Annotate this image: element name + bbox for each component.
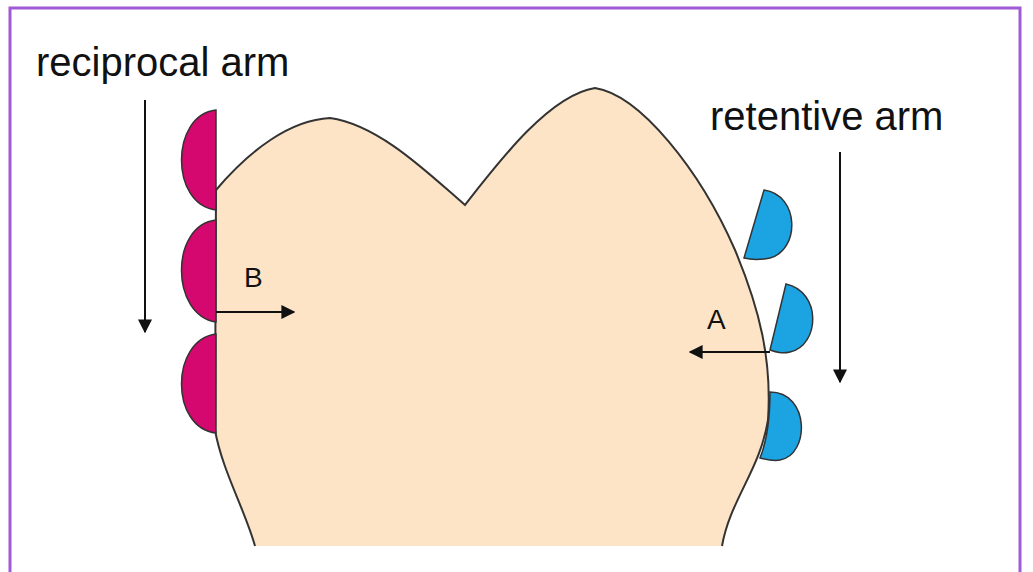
- tooth-fill: [215, 88, 769, 546]
- retentive-arm-shape: [744, 190, 813, 460]
- tooth-outline: [215, 88, 769, 546]
- force-label: A: [707, 306, 726, 334]
- force-label: B: [244, 264, 263, 292]
- frame: [10, 8, 1020, 572]
- arrow: [145, 100, 840, 382]
- reciprocal-arm-shape: [182, 110, 217, 433]
- part-name: retentive arm: [710, 96, 943, 136]
- part-name: reciprocal arm: [36, 42, 289, 82]
